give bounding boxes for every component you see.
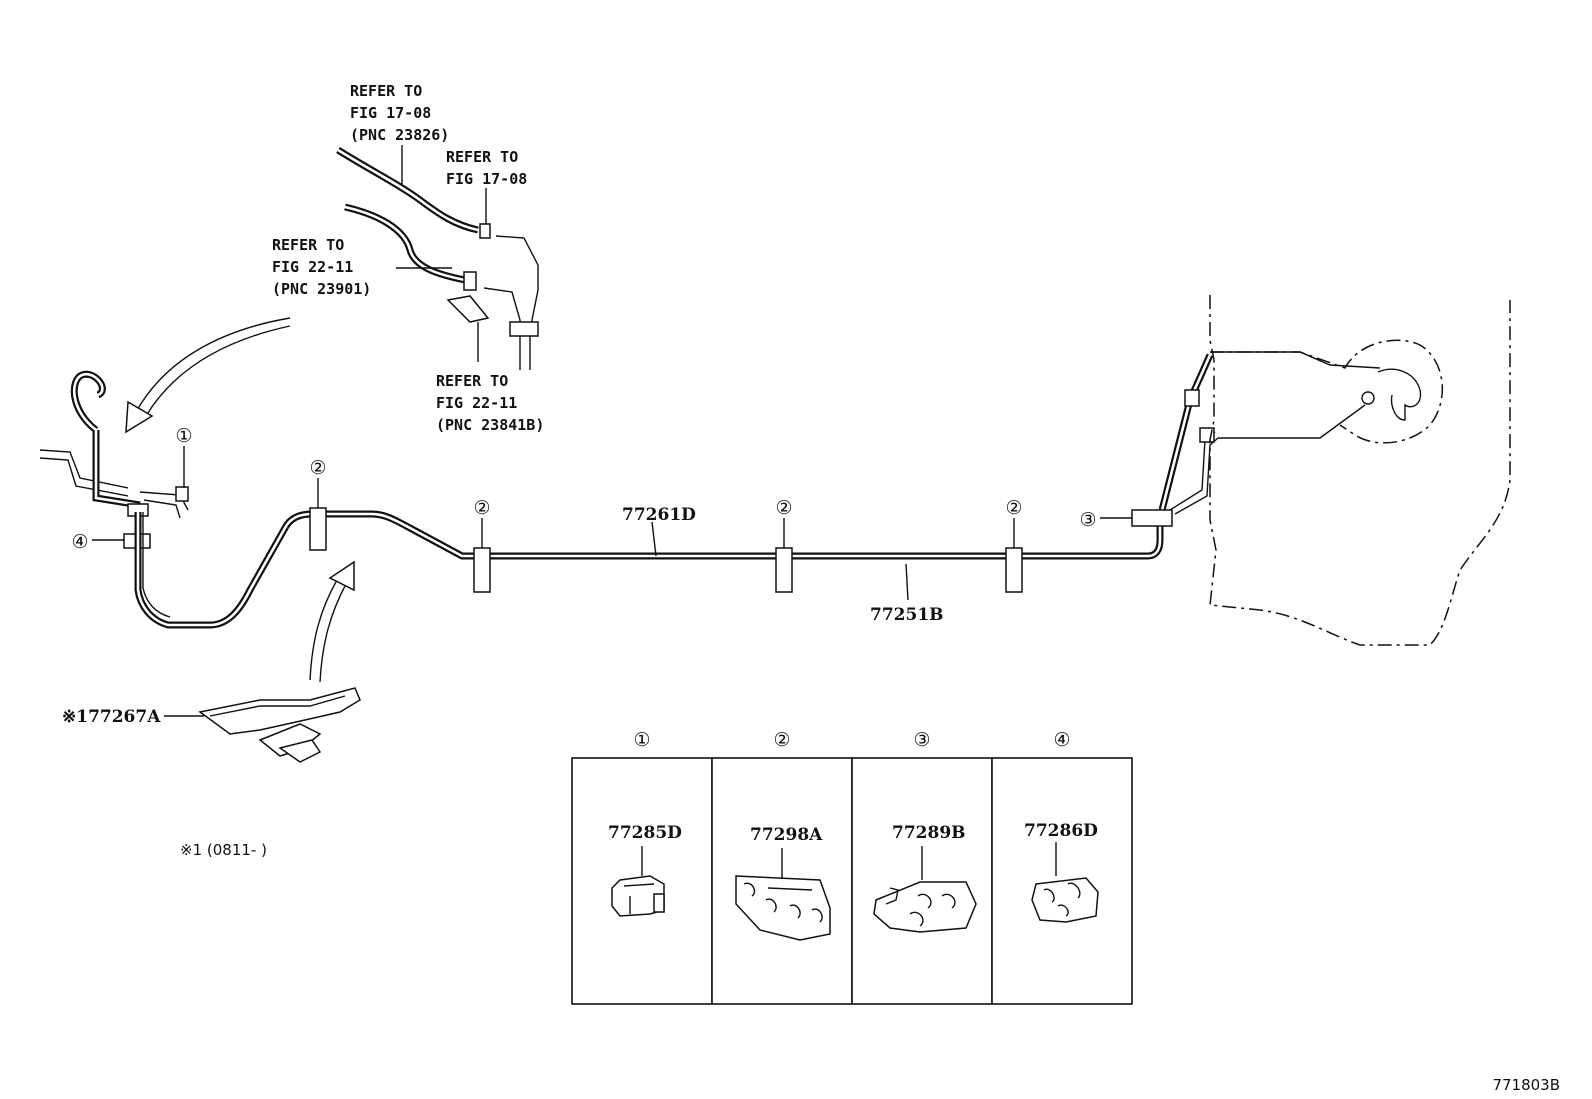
tank-outline [1209, 295, 1511, 646]
ref-fig17-pnc23826: REFER TO FIG 17-08 (PNC 23826) [350, 82, 449, 144]
legend-callout: ④ [1053, 729, 1070, 751]
clip-2 [473, 547, 491, 593]
ref-line: (PNC 23826) [350, 126, 449, 144]
callout-2: ② [1005, 497, 1022, 519]
ref-line: FIG 22-11 [272, 258, 353, 276]
callout-2: ② [473, 497, 490, 519]
curved-arrow-bottom [309, 560, 355, 683]
ref-fig22-pnc23901: REFER TO FIG 22-11 (PNC 23901) [272, 236, 371, 298]
legend-part-number: 77289B [892, 823, 966, 843]
legend-part-number: 77298A [750, 825, 823, 845]
clip-legend-table: ① ② ③ ④ 77285D 77298A 77289B 77286D [571, 729, 1133, 1005]
tube-clips [309, 507, 1173, 593]
clip-77285D-drawing [611, 875, 665, 917]
ref-line: REFER TO [350, 82, 422, 100]
ref-fig17: REFER TO FIG 17-08 [446, 148, 527, 188]
main-fuel-tubes [134, 353, 1219, 629]
ref-line: FIG 17-08 [350, 104, 431, 122]
clip-77289B-drawing [873, 881, 977, 933]
callout-2: ② [775, 497, 792, 519]
clip-3 [1131, 509, 1173, 527]
clip-77298A-drawing [735, 875, 831, 941]
date-note: ※1 (0811- ) [180, 841, 267, 859]
upper-hose-detail [336, 145, 539, 370]
legend-callout: ① [633, 729, 650, 751]
diagram-callouts: ① ② ② ② ② ③ ④ [71, 425, 1096, 553]
part-label-protector: ※177267A [62, 707, 161, 727]
callout-2: ② [309, 457, 326, 479]
callout-1: ① [175, 425, 192, 447]
callout-4: ④ [71, 531, 88, 553]
legend-callout: ② [773, 729, 790, 751]
protector-part [198, 687, 361, 763]
callout-3: ③ [1079, 509, 1096, 531]
ref-line: REFER TO [436, 372, 508, 390]
ref-line: (PNC 23901) [272, 280, 371, 298]
figure-id: 771803B [1492, 1076, 1560, 1094]
part-label-tube-lower: 77251B [870, 605, 944, 625]
clip-2 [1005, 547, 1023, 593]
legend-part-number: 77286D [1024, 821, 1098, 841]
clip-2 [309, 507, 327, 551]
ref-line: FIG 22-11 [436, 394, 517, 412]
leader-lines [92, 446, 1132, 717]
ref-fig22-pnc23841b: REFER TO FIG 22-11 (PNC 23841B) [436, 372, 544, 434]
legend-part-number: 77285D [608, 823, 682, 843]
curved-arrow-top [125, 317, 291, 434]
clip-77286D-drawing [1031, 877, 1099, 923]
ref-line: (PNC 23841B) [436, 416, 544, 434]
legend-cell [851, 757, 993, 1005]
left-tube-assembly [39, 370, 189, 549]
part-label-tube-upper: 77261D [622, 505, 696, 525]
clip-2 [775, 547, 793, 593]
ref-line: REFER TO [272, 236, 344, 254]
ref-line: FIG 17-08 [446, 170, 527, 188]
legend-callout: ③ [913, 729, 930, 751]
ref-line: REFER TO [446, 148, 518, 166]
